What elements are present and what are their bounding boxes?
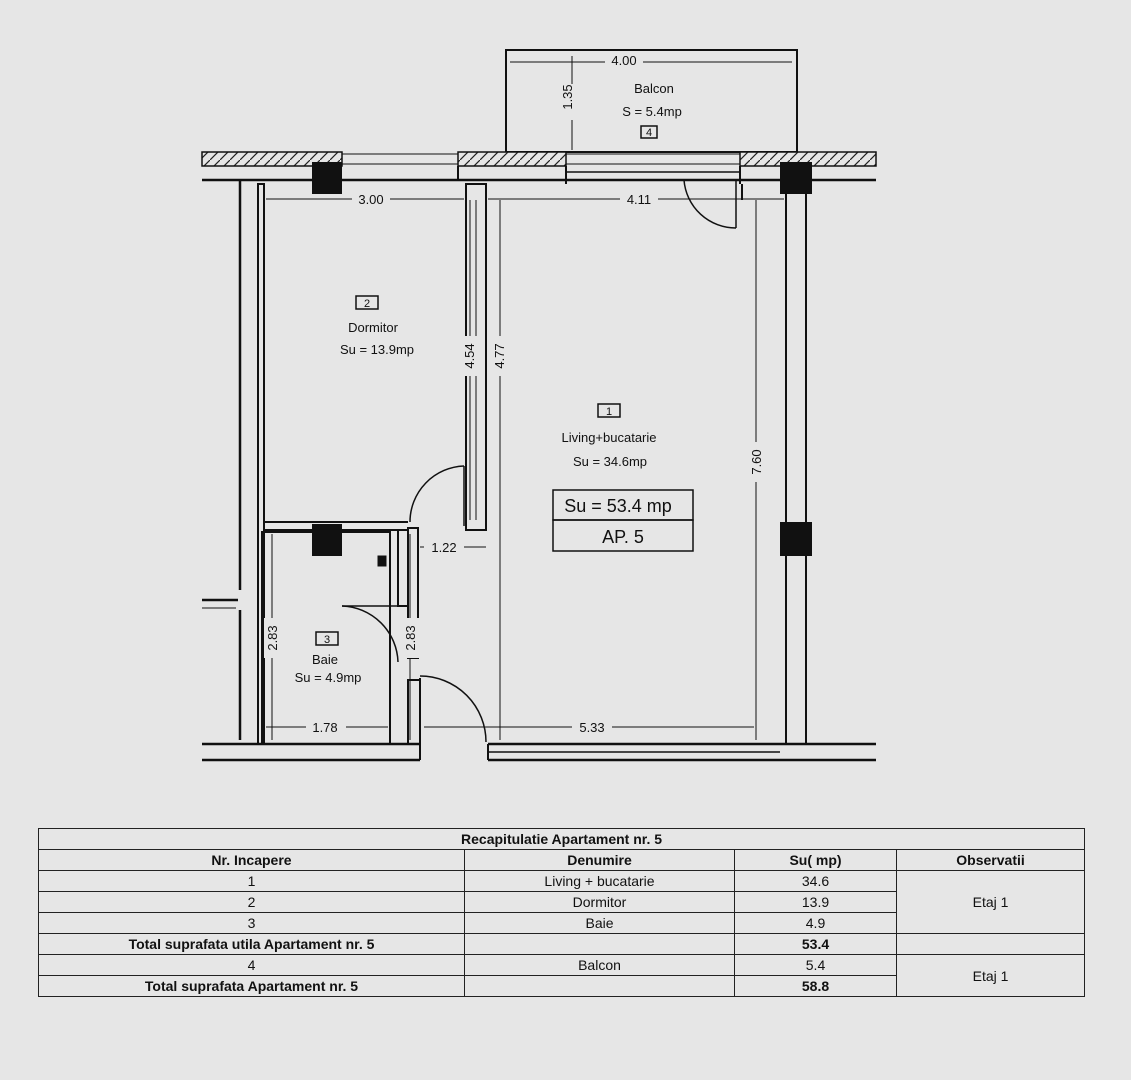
header-nr: Nr. Incapere [38, 849, 465, 871]
row-nr: 3 [38, 912, 465, 934]
row-su: 34.6 [734, 870, 897, 892]
balcony [505, 49, 798, 153]
dim-balcony-depth: 1.35 [560, 84, 575, 109]
top-wall [201, 151, 877, 184]
total-util-empty [464, 933, 735, 955]
room-3-number: 3 [324, 634, 330, 646]
table-row: 1 Living + bucatarie 34.6 Etaj 1 [38, 870, 1086, 934]
table-row-total: Total suprafata Apartament nr. 5 58.8 [38, 975, 1085, 997]
dim-hall-width: 1.22 [431, 540, 456, 555]
dim-bedroom-width: 3.00 [358, 192, 383, 207]
room-3-area: Su = 4.9mp [295, 670, 362, 685]
columns [312, 162, 812, 556]
dim-bath-width: 1.78 [312, 720, 337, 735]
dimension-lines [266, 198, 784, 740]
apartment-number: AP. 5 [602, 527, 644, 547]
row-observatii-2: Etaj 1 [895, 954, 1086, 997]
room-1-area: Su = 34.6mp [573, 454, 647, 469]
dimension-labels: 4.00 1.35 3.00 4.11 4.54 4.77 7.60 1.22 … [264, 52, 766, 735]
doors [341, 179, 737, 743]
recap-table: Recapitulatie Apartament nr. 5 Nr. Incap… [37, 828, 1086, 997]
row-name: Living + bucatarie [464, 870, 735, 892]
row-name: Baie [464, 912, 735, 934]
row-nr: 1 [38, 870, 465, 892]
row-observatii: Etaj 1 [895, 870, 1086, 934]
header-observatii: Observatii [895, 849, 1086, 871]
total-label: Total suprafata Apartament nr. 5 [38, 975, 465, 997]
total-util-su: 53.4 [734, 933, 897, 955]
total-su: 58.8 [734, 975, 897, 997]
apartment-total-area: Su = 53.4 mp [564, 496, 672, 516]
dim-bath-height-left: 2.83 [265, 625, 280, 650]
room-labels: Balcon S = 5.4mp 4 2 Dormitor Su = 13.9m… [295, 81, 694, 685]
dim-right-depth: 7.60 [749, 449, 764, 474]
row-nr: 2 [38, 891, 465, 913]
header-su: Su( mp) [734, 849, 897, 871]
table-row: 4 Balcon 5.4 Etaj 1 [38, 954, 1086, 997]
dim-living-depth: 4.77 [492, 343, 507, 368]
dim-balcony-width: 4.00 [611, 53, 636, 68]
total-empty [464, 975, 735, 997]
row-name: Balcon [464, 954, 735, 976]
table-row-total-util: Total suprafata utila Apartament nr. 5 5… [38, 933, 1086, 955]
total-util-obs-empty [895, 933, 1086, 955]
table-row: 2 Dormitor 13.9 [38, 891, 1085, 913]
room-3-name: Baie [312, 652, 338, 667]
dim-living-bottom: 5.33 [579, 720, 604, 735]
dim-bedroom-depth: 4.54 [462, 343, 477, 368]
balcony-name: Balcon [634, 81, 674, 96]
row-su: 5.4 [734, 954, 897, 976]
row-name: Dormitor [464, 891, 735, 913]
dim-living-width: 4.11 [627, 192, 651, 207]
table-title: Recapitulatie Apartament nr. 5 [37, 828, 1086, 850]
floor-plan: 4.00 1.35 3.00 4.11 4.54 4.77 7.60 1.22 … [201, 49, 877, 762]
balcony-area: S = 5.4mp [622, 104, 682, 119]
header-denumire: Denumire [464, 849, 735, 871]
room-1-name: Living+bucatarie [561, 430, 656, 445]
dim-bath-height-right: 2.83 [403, 625, 418, 650]
room-2-name: Dormitor [348, 320, 399, 335]
room-2-area: Su = 13.9mp [340, 342, 414, 357]
balcony-number: 4 [646, 127, 652, 139]
row-nr: 4 [38, 954, 465, 976]
row-su: 4.9 [734, 912, 897, 934]
room-1-number: 1 [606, 406, 612, 418]
total-util-label: Total suprafata utila Apartament nr. 5 [38, 933, 465, 955]
row-su: 13.9 [734, 891, 897, 913]
room-2-number: 2 [364, 298, 370, 310]
